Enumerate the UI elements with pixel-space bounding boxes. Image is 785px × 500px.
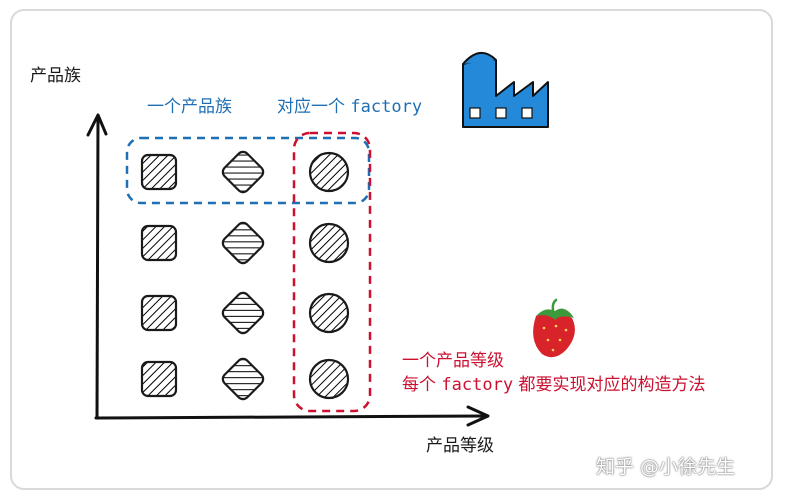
blue-square-shape — [140, 153, 178, 191]
shape-grid — [140, 150, 350, 401]
blue-diamond-shape — [221, 150, 265, 194]
x-axis-arrow — [466, 405, 490, 427]
factory-icon — [462, 52, 549, 128]
purple-square-shape — [140, 294, 178, 332]
purple-circle-shape — [308, 292, 350, 334]
family-factory-word: factory — [350, 97, 423, 117]
family-factory-prefix: 对应一个 — [277, 97, 345, 117]
x-axis-line — [94, 414, 488, 420]
green-square-shape — [140, 360, 178, 398]
axes — [86, 113, 490, 427]
y-axis-arrow — [86, 113, 108, 137]
x-axis-label: 产品等级 — [426, 436, 494, 456]
level-note-suffix: 都要实现对应的构造方法 — [518, 375, 706, 395]
orange-circle-shape — [308, 222, 350, 264]
product-level-label: 一个产品等级 — [402, 351, 504, 371]
level-note-factory-word: factory — [441, 375, 514, 395]
level-factory-note: 每个 factory 都要实现对应的构造方法 — [402, 377, 705, 394]
blue-circle-shape — [308, 151, 350, 193]
level-note-prefix: 每个 — [402, 375, 436, 395]
green-circle-shape — [308, 358, 350, 400]
watermark: 知乎 @小徐先生 — [596, 456, 736, 478]
product-level-highlight — [292, 131, 372, 413]
y-axis-label: 产品族 — [30, 66, 81, 86]
family-factory-note: 对应一个 factory — [277, 99, 422, 116]
orange-square-shape — [140, 224, 178, 262]
strawberry-icon — [533, 298, 575, 358]
purple-diamond-shape — [221, 291, 265, 335]
orange-diamond-shape — [221, 221, 265, 265]
y-axis-line — [95, 115, 100, 420]
green-diamond-shape — [221, 357, 265, 401]
product-family-label: 一个产品族 — [147, 97, 232, 117]
diagram-frame — [10, 9, 773, 490]
